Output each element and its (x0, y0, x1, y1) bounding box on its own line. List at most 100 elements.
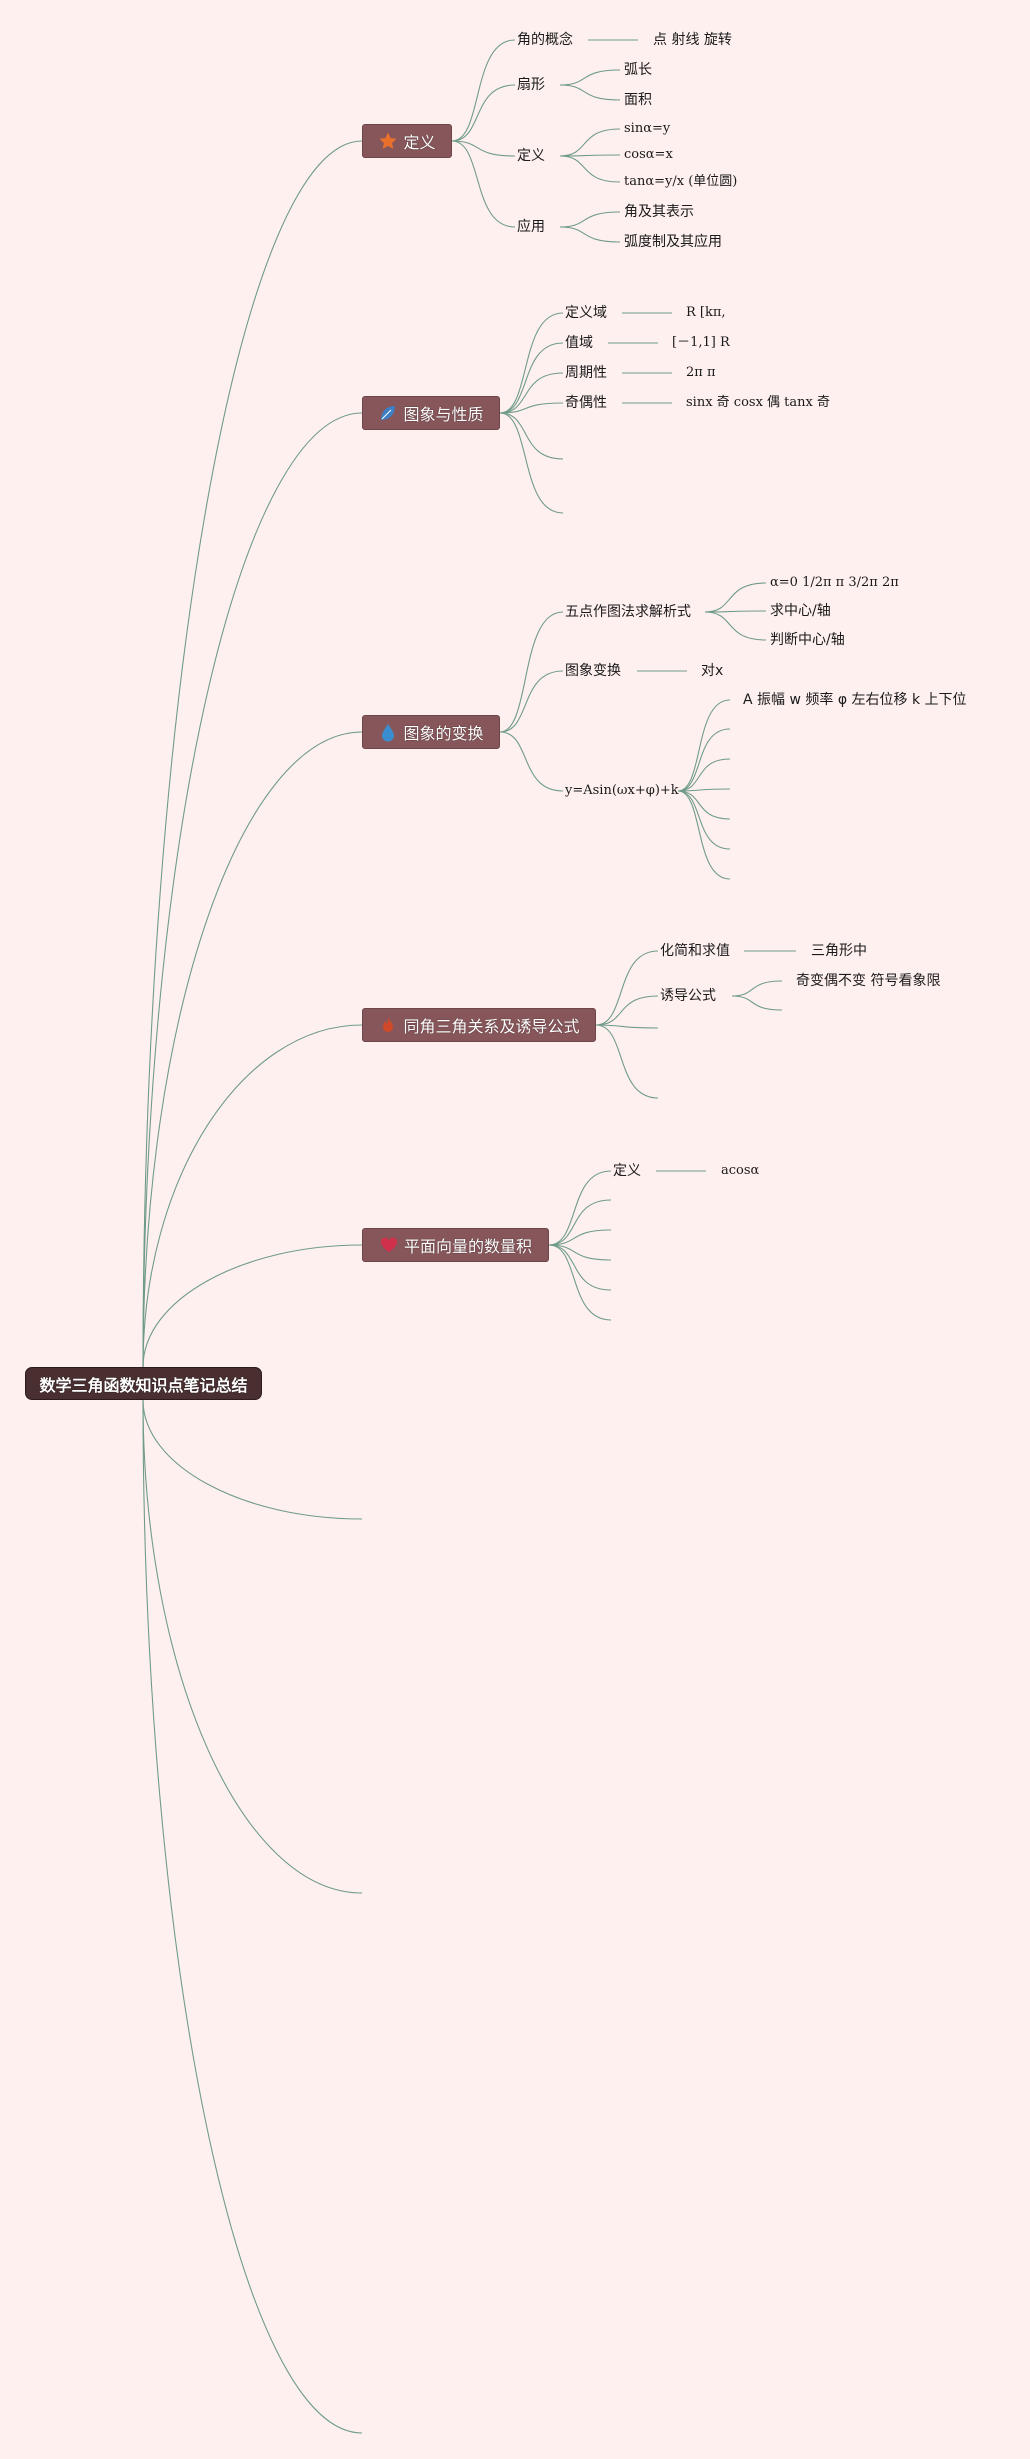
branch-label: 图象与性质 (403, 405, 484, 424)
connector-curve (595, 995, 659, 1026)
connector-curve (499, 412, 564, 514)
connector-curve (677, 790, 731, 880)
node-angle-concept[interactable]: 角的概念 (517, 32, 573, 48)
root-connector (142, 1399, 363, 2434)
node-find-center[interactable]: 求中心/轴 (770, 603, 831, 619)
connector-curve (499, 342, 564, 414)
connector-curve (499, 402, 564, 414)
node-amplitude[interactable]: A 振幅 w 频率 φ 左右位移 k 上下位 (743, 692, 967, 708)
node-angle-representation[interactable]: 角及其表示 (624, 204, 694, 220)
connector-curve (677, 788, 731, 792)
node-simplify-detail[interactable]: 三角形中 (811, 943, 867, 959)
connector-curve (677, 758, 731, 792)
node-simplify[interactable]: 化简和求值 (660, 943, 730, 959)
node-cos[interactable]: cosα=x (624, 147, 673, 162)
node-period[interactable]: 周期性 (565, 365, 607, 381)
connector-curve (548, 1244, 612, 1261)
connector-curve (704, 611, 767, 641)
node-induction-rule[interactable]: 奇变偶不变 符号看象限 (796, 973, 941, 989)
connector-curve (677, 790, 731, 820)
node-induction[interactable]: 诱导公式 (660, 988, 716, 1004)
node-vector-definition-detail[interactable]: acosα (721, 1163, 760, 1178)
root-connector (142, 140, 363, 1368)
node-application[interactable]: 应用 (517, 219, 545, 235)
root-connector (142, 1399, 363, 1520)
branch-dot-product[interactable]: 平面向量的数量积 (362, 1228, 549, 1262)
connector-curve (559, 154, 621, 157)
node-graph-transform-detail[interactable]: 对x (701, 663, 724, 679)
node-domain-detail[interactable]: R [kπ, (686, 305, 726, 320)
branch-identities[interactable]: 同角三角关系及诱导公式 (362, 1008, 596, 1042)
connector-curve (731, 995, 783, 1011)
connector-curve (595, 950, 659, 1026)
connector-curve (499, 670, 564, 733)
connector-curve (677, 790, 731, 850)
connector-curve (548, 1199, 612, 1246)
connector-curve (559, 84, 621, 101)
node-range[interactable]: 值域 (565, 335, 593, 351)
node-asin-formula[interactable]: y=Asin(ωx+φ)+k (565, 783, 679, 798)
connector-curve (451, 84, 516, 142)
connector-curve (595, 1024, 659, 1029)
node-area[interactable]: 面积 (624, 92, 652, 108)
connector-curve (559, 69, 621, 86)
root-connector (142, 1024, 363, 1368)
node-five-point-values[interactable]: α=0 1/2π π 3/2π 2π (770, 575, 899, 590)
node-domain[interactable]: 定义域 (565, 305, 607, 321)
node-parity[interactable]: 奇偶性 (565, 395, 607, 411)
root-connector (142, 1399, 363, 1894)
connector-curve (704, 582, 767, 613)
node-angle-concept-detail[interactable]: 点 射线 旋转 (653, 32, 732, 48)
branch-label: 平面向量的数量积 (403, 1237, 532, 1256)
node-graph-transform[interactable]: 图象变换 (565, 663, 621, 679)
node-five-point[interactable]: 五点作图法求解析式 (565, 604, 691, 620)
branch-label: 图象的变换 (403, 724, 484, 743)
branch-label: 定义 (403, 133, 436, 152)
connector-curve (548, 1170, 612, 1246)
branch-label: 同角三角关系及诱导公式 (403, 1017, 580, 1036)
connector-curve (731, 980, 783, 997)
root-connector (142, 731, 363, 1368)
star-icon (379, 132, 398, 149)
branch-graph-properties[interactable]: 图象与性质 (362, 396, 500, 430)
connector-curve (704, 610, 767, 613)
connector-curve (677, 699, 731, 792)
node-definition[interactable]: 定义 (517, 148, 545, 164)
node-period-detail[interactable]: 2π π (686, 365, 716, 380)
connector-curve (548, 1244, 612, 1321)
leaf-icon (381, 406, 396, 420)
node-tan[interactable]: tanα=y/x (单位圆) (624, 174, 738, 189)
connector-curve (548, 1229, 612, 1246)
node-radian[interactable]: 弧度制及其应用 (624, 234, 722, 250)
root-connector (142, 412, 363, 1368)
branch-graph-transform[interactable]: 图象的变换 (362, 715, 500, 749)
connector-curve (595, 1024, 659, 1099)
connector-curve (559, 211, 621, 228)
drop-icon (382, 724, 395, 742)
node-range-detail[interactable]: [－1,1] R (672, 335, 730, 350)
node-sin[interactable]: sinα=y (624, 121, 671, 136)
connector-curve (451, 140, 516, 228)
connector-curve (559, 128, 621, 157)
root-connector (142, 1244, 363, 1368)
connector-curve (499, 412, 564, 460)
root-node[interactable]: 数学三角函数知识点笔记总结 (25, 1367, 262, 1400)
heart-icon (380, 1237, 398, 1252)
node-parity-detail[interactable]: sinx 奇 cosx 偶 tanx 奇 (686, 395, 830, 410)
connector-curve (548, 1244, 612, 1291)
fire-icon (383, 1017, 394, 1032)
connector-curve (559, 155, 621, 183)
node-arc-length[interactable]: 弧长 (624, 62, 652, 78)
branch-definition[interactable]: 定义 (362, 124, 452, 158)
node-sector[interactable]: 扇形 (517, 77, 545, 93)
connector-curve (499, 372, 564, 414)
connector-curve (499, 731, 564, 792)
node-vector-definition[interactable]: 定义 (613, 1163, 641, 1179)
connector-curve (677, 728, 731, 792)
connector-curve (451, 39, 516, 142)
connector-curve (559, 226, 621, 243)
node-judge-center[interactable]: 判断中心/轴 (770, 632, 845, 648)
connector-curve (451, 140, 516, 157)
